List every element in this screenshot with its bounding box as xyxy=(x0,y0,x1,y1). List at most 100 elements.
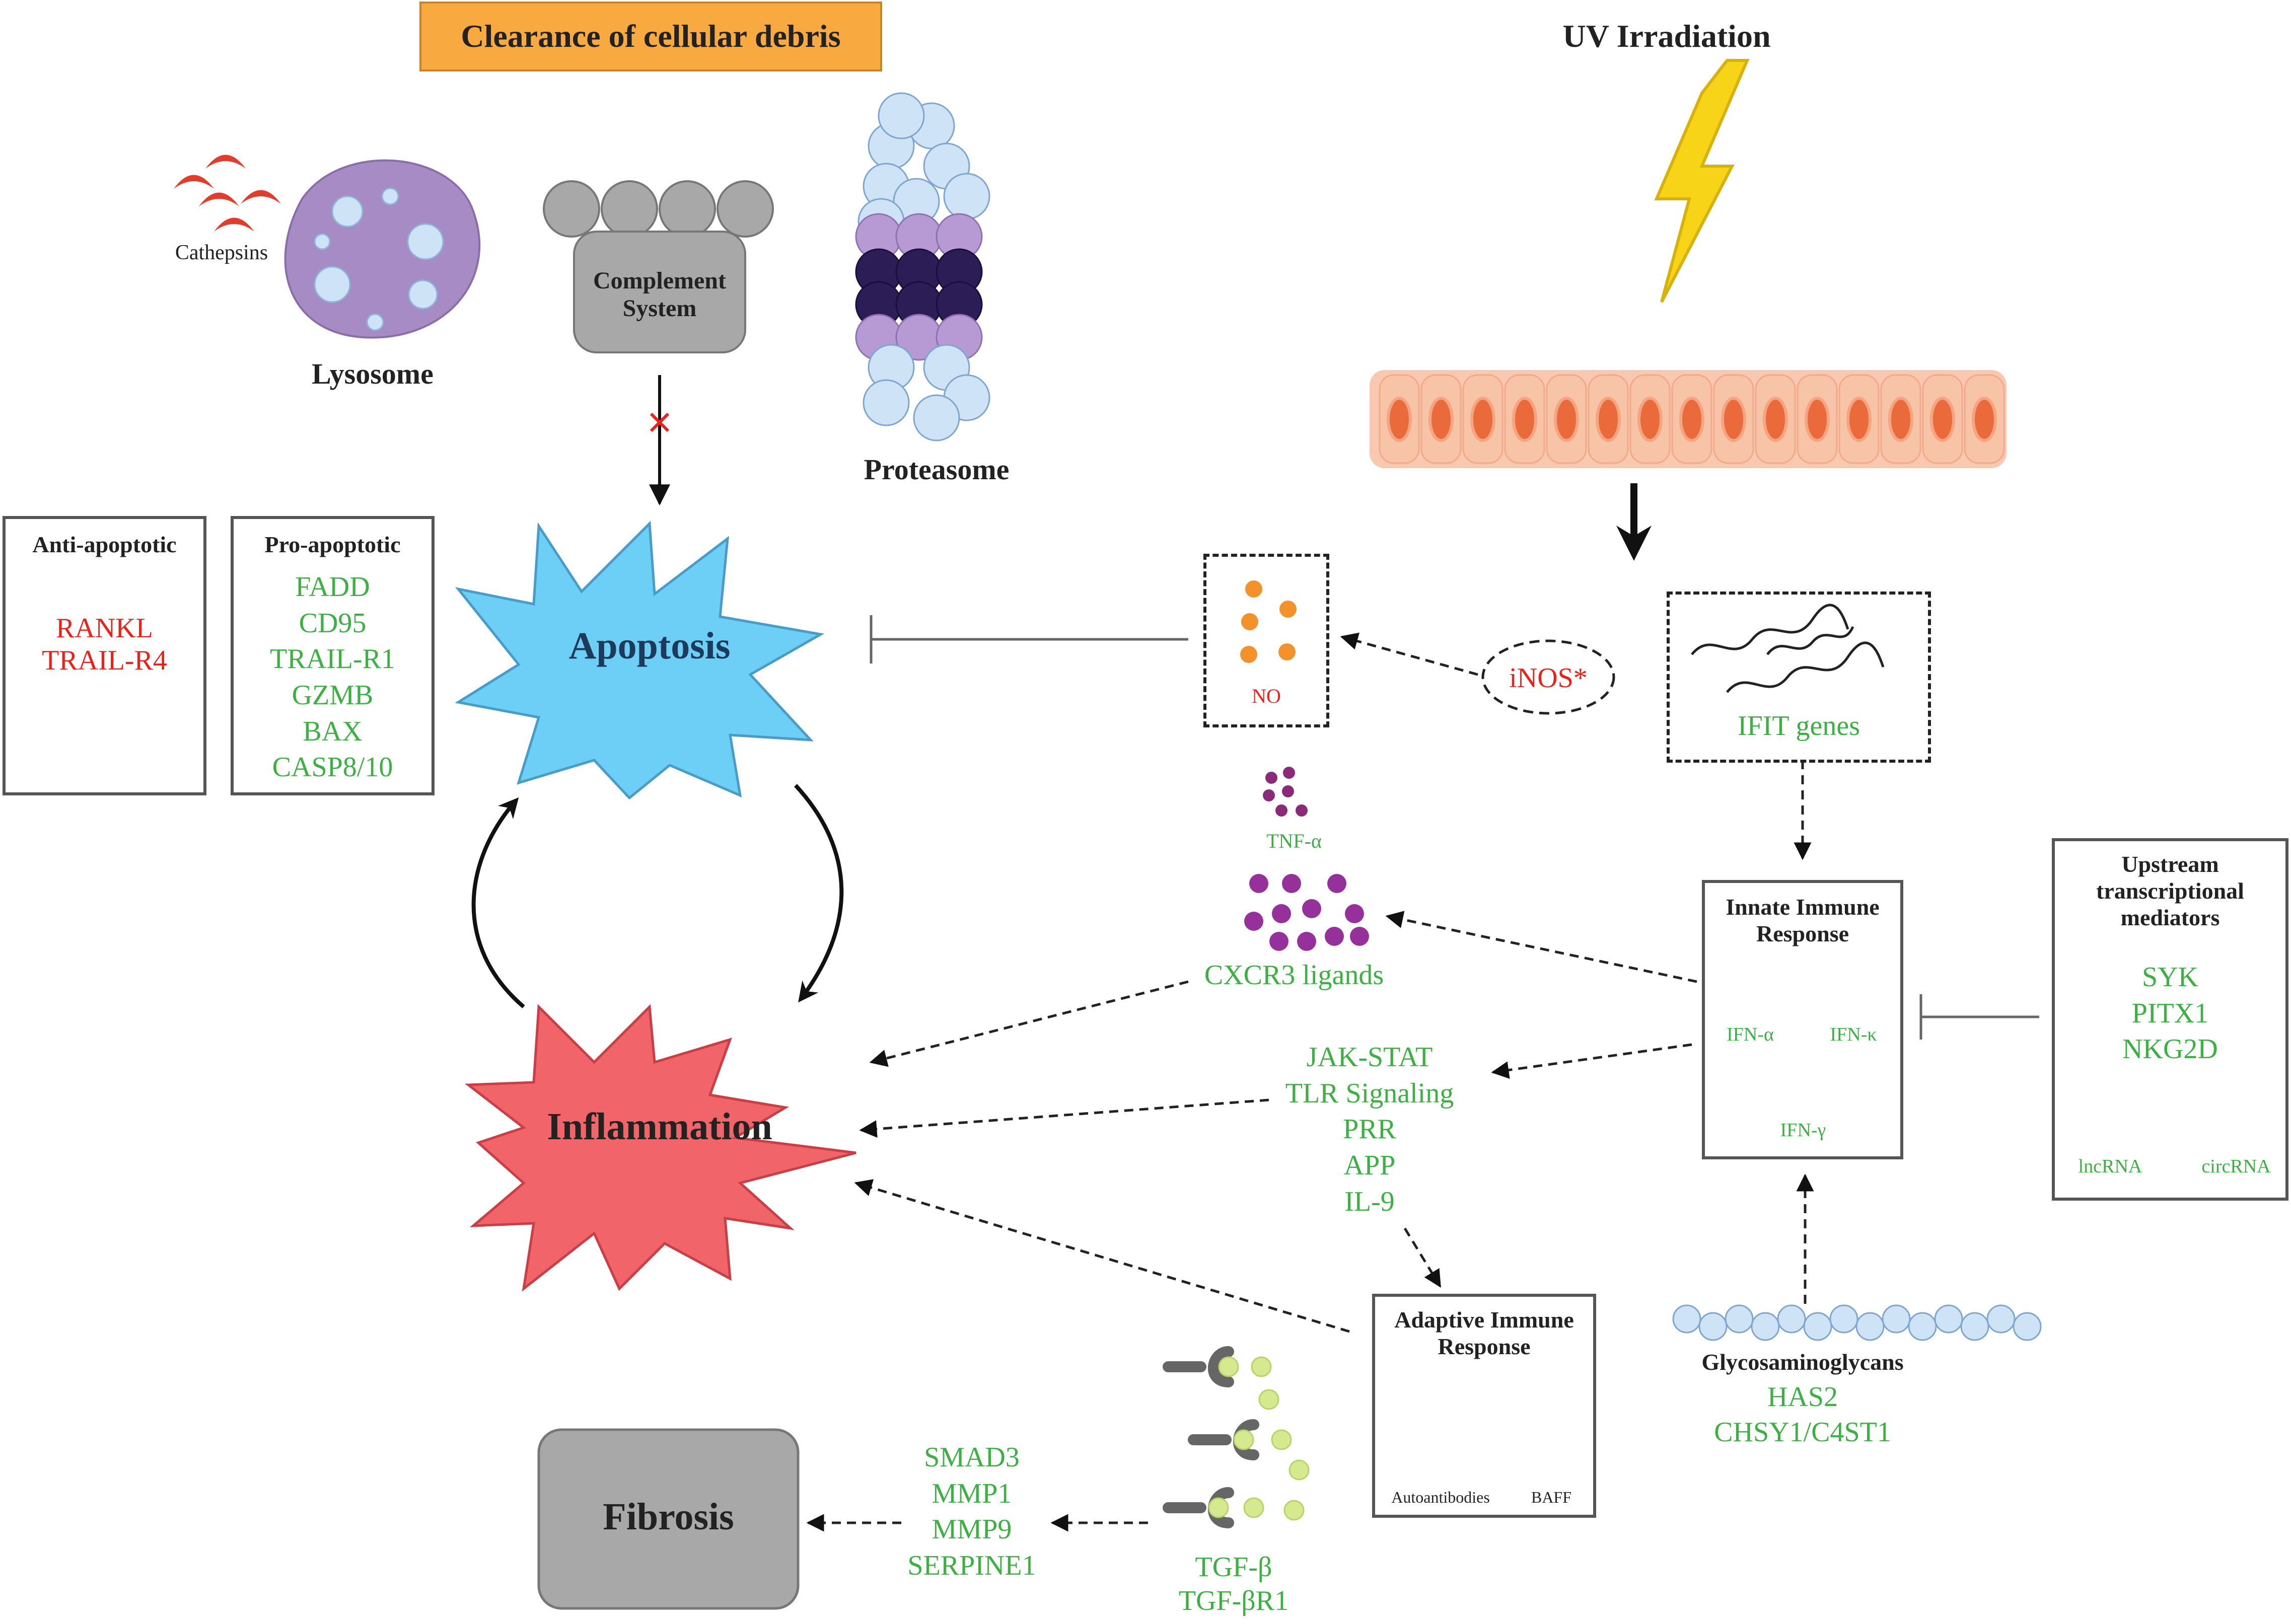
apoptosis-burst xyxy=(455,521,825,800)
complement-system-icon xyxy=(543,180,774,353)
fibrosis-gene-item: MMP1 xyxy=(932,1478,1012,1509)
upstream-title: Upstream transcriptional mediators xyxy=(2055,851,2285,931)
adaptive-title: Adaptive Immune Response xyxy=(1375,1307,1593,1360)
ifit-box xyxy=(1667,592,1931,763)
complement-line1: Complement xyxy=(593,267,726,294)
gag-item: CHSY1/C4ST1 xyxy=(1714,1417,1891,1448)
innate-immune-box: Innate Immune Response IFN-α IFN-κ IFN-γ xyxy=(1702,880,1903,1159)
lightning-bolt-icon xyxy=(1654,59,1750,303)
pro-apoptotic-title: Pro-apoptotic xyxy=(264,532,401,557)
cycle-arrow-up xyxy=(471,797,525,1009)
anti-apoptotic-title: Anti-apoptotic xyxy=(32,532,177,557)
adaptive-immune-box: Adaptive Immune Response Autoantibodies … xyxy=(1372,1294,1596,1518)
cycle-arrow-down xyxy=(794,784,844,1003)
pathway-item: JAK-STAT xyxy=(1306,1042,1433,1073)
lncrna-label: lncRNA xyxy=(2078,1156,2142,1177)
innate-title: Innate Immune Response xyxy=(1705,894,1900,947)
anti-apoptotic-item: RANKL xyxy=(56,613,153,644)
pro-apoptotic-item: FADD xyxy=(295,571,370,603)
clearance-title: Clearance of cellular debris xyxy=(461,18,841,54)
tnf-alpha-icon xyxy=(1263,767,1308,817)
proteasome-icon xyxy=(855,92,990,441)
tgf-item: TGF-βR1 xyxy=(1178,1585,1289,1617)
clearance-box xyxy=(419,2,882,71)
pro-apoptotic-item: BAX xyxy=(303,715,363,747)
autoantibodies-label: Autoantibodies xyxy=(1391,1488,1490,1506)
inflammation-burst xyxy=(465,1004,856,1292)
il9-to-adaptive-arrow xyxy=(1403,1227,1442,1288)
gag-item: HAS2 xyxy=(1767,1381,1838,1413)
cxcr3-to-inflammation-arrow xyxy=(869,980,1189,1067)
innate-to-cxcr3-arrow xyxy=(1385,911,1697,983)
pathway-item: IL-9 xyxy=(1344,1186,1395,1217)
tgf-item: TGF-β xyxy=(1195,1552,1272,1583)
ifit-dna-icon xyxy=(1691,604,1885,693)
lysosome-icon xyxy=(284,159,481,339)
no-box xyxy=(1203,554,1329,727)
inos-label: iNOS* xyxy=(1509,662,1588,694)
ifn-gamma-label: IFN-γ xyxy=(1780,1120,1826,1141)
tnf-alpha-label: TNF-α xyxy=(1266,830,1322,852)
apoptosis-label: Apoptosis xyxy=(568,625,731,667)
upstream-item: SYK xyxy=(2141,962,2199,993)
tgf-receptor-icon xyxy=(1163,1346,1310,1528)
no-label: NO xyxy=(1252,685,1281,707)
innate-title-line2: Response xyxy=(1756,920,1849,946)
cathepsins-icon xyxy=(174,155,281,232)
upstream-item: PITX1 xyxy=(2131,997,2209,1029)
fibrosis-gene-item: SERPINE1 xyxy=(907,1550,1036,1582)
glycosaminoglycans-icon xyxy=(1672,1304,2042,1341)
baff-label: BAFF xyxy=(1531,1488,1572,1506)
pro-apoptotic-item: GZMB xyxy=(292,680,374,711)
inos-ellipse xyxy=(1481,639,1615,715)
adaptive-title-line2: Response xyxy=(1438,1333,1531,1359)
circrna-label: circRNA xyxy=(2201,1156,2271,1177)
epithelial-cells-icon xyxy=(1370,370,2007,468)
ifit-label: IFIT genes xyxy=(1737,710,1860,742)
upstream-title-line2: transcriptional xyxy=(2096,877,2244,904)
ifn-alpha-label: IFN-α xyxy=(1727,1024,1774,1045)
adaptive-title-line1: Adaptive Immune xyxy=(1394,1307,1574,1333)
inflammation-label: Inflammation xyxy=(547,1105,772,1148)
upstream-title-line1: Upstream xyxy=(2121,851,2219,877)
no-molecules-icon xyxy=(1240,580,1297,663)
pathways-to-inflammation-arrow xyxy=(859,1098,1269,1138)
fibrosis-gene-item: SMAD3 xyxy=(924,1442,1020,1473)
innate-to-pathways-arrow xyxy=(1491,1043,1692,1079)
lysosome-label: Lysosome xyxy=(312,357,434,390)
upstream-mediators-box: Upstream transcriptional mediators SYK PI… xyxy=(2052,838,2288,1201)
cathepsins-label: Cathepsins xyxy=(175,241,268,264)
complement-label: Complement System xyxy=(574,267,745,322)
gag-title: Glycosaminoglycans xyxy=(1701,1349,1904,1375)
fibrosis-label: Fibrosis xyxy=(603,1496,734,1538)
pro-apoptotic-item: TRAIL-R1 xyxy=(270,643,395,675)
cxcr3-label: CXCR3 ligands xyxy=(1204,959,1384,991)
anti-apoptotic-item: TRAIL-R4 xyxy=(42,645,167,677)
proteasome-label: Proteasome xyxy=(864,453,1010,486)
pathway-item: APP xyxy=(1343,1150,1396,1182)
uv-title: UV Irradiation xyxy=(1562,18,1771,54)
upstream-item: NKG2D xyxy=(2122,1034,2218,1065)
inos-arrow xyxy=(1340,632,1478,676)
pathway-item: TLR Signaling xyxy=(1285,1077,1454,1109)
pathway-item: PRR xyxy=(1343,1114,1396,1145)
pro-apoptotic-item: CD95 xyxy=(299,607,367,639)
ifn-kappa-label: IFN-κ xyxy=(1830,1024,1877,1045)
pro-apoptotic-item: CASP8/10 xyxy=(272,752,393,783)
cxcr3-ligands-icon xyxy=(1244,874,1369,951)
fibrosis-box xyxy=(537,1428,800,1610)
fibrosis-gene-item: MMP9 xyxy=(932,1514,1012,1545)
block-x-icon xyxy=(650,412,670,432)
upstream-title-line3: mediators xyxy=(2120,904,2220,930)
innate-title-line1: Innate Immune xyxy=(1726,894,1880,920)
adaptive-to-inflammation-arrow xyxy=(854,1179,1350,1333)
